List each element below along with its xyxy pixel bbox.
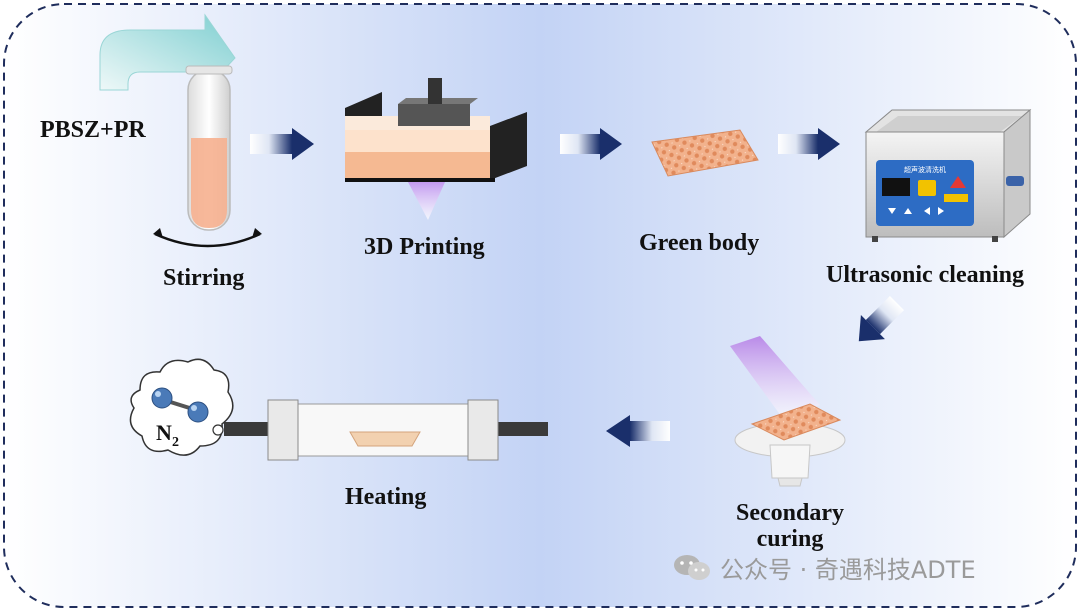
gas-subscript: 2 bbox=[172, 435, 179, 450]
background-panel bbox=[3, 3, 1077, 608]
test-tube-icon bbox=[185, 65, 233, 231]
3d-printer-icon bbox=[345, 78, 527, 220]
label-secondary-line1: Secondary bbox=[736, 500, 844, 526]
cleaner-panel-label: 超声波清洗机 bbox=[904, 165, 946, 174]
secondary-curing-icon bbox=[730, 336, 846, 487]
label-green-body: Green body bbox=[639, 230, 760, 256]
wechat-icon bbox=[674, 554, 710, 580]
label-3d-printing: 3D Printing bbox=[364, 234, 485, 260]
label-secondary-curing: Secondary curing bbox=[720, 500, 860, 553]
arrow-green-to-ultrasonic bbox=[778, 128, 840, 160]
nitrogen-cloud-icon bbox=[129, 358, 234, 456]
green-body-lattice-icon bbox=[651, 129, 759, 177]
label-ultrasonic-cleaning: Ultrasonic cleaning bbox=[826, 262, 1024, 288]
stirring-arc-icon bbox=[154, 232, 261, 248]
gas-symbol: N bbox=[156, 420, 172, 445]
input-label: PBSZ+PR bbox=[40, 117, 146, 143]
tube-furnace-icon bbox=[224, 399, 548, 461]
ultrasonic-cleaner-icon: 超声波清洗机 bbox=[864, 108, 1032, 242]
label-heating: Heating bbox=[345, 484, 427, 510]
arrow-print-to-green bbox=[560, 128, 622, 160]
arrow-ultrasonic-to-curing bbox=[858, 295, 905, 342]
arrow-curing-to-heating bbox=[606, 415, 670, 447]
watermark: 公众号 · 奇遇科技ADTE bbox=[672, 550, 976, 585]
watermark-text: 公众号 · 奇遇科技ADTE bbox=[720, 556, 976, 584]
label-secondary-line2: curing bbox=[756, 526, 824, 553]
label-stirring: Stirring bbox=[163, 265, 245, 291]
arrow-stir-to-print bbox=[250, 128, 314, 160]
